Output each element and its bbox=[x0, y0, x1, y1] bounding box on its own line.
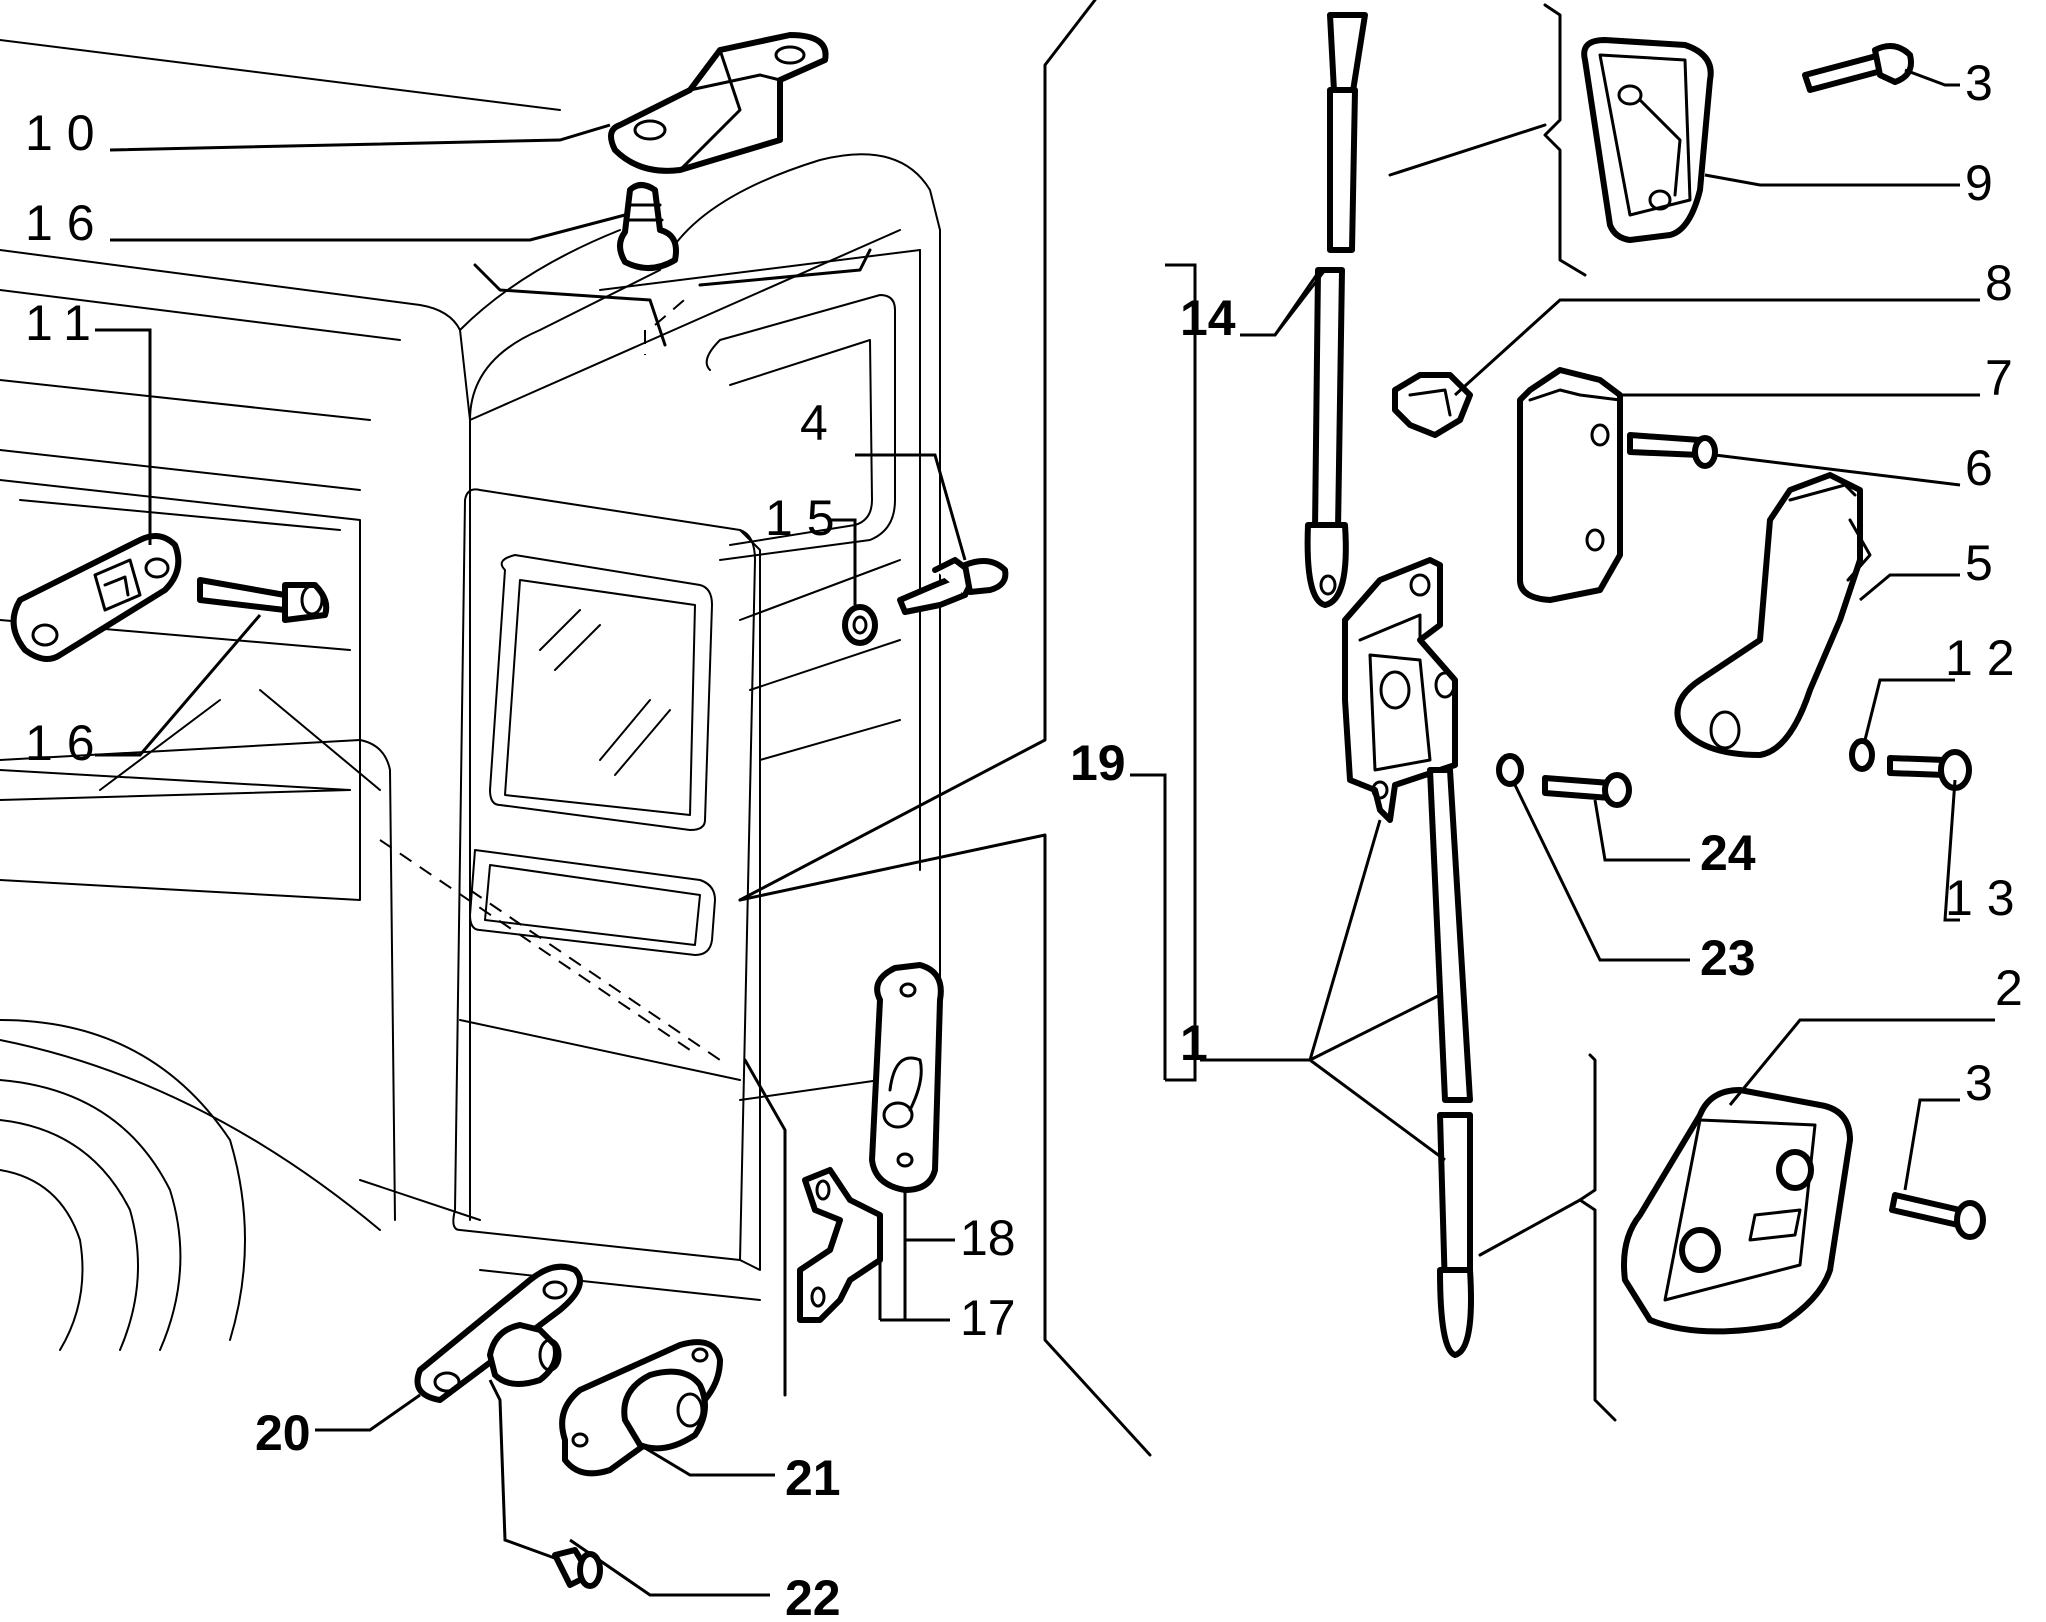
part-19-latch-mechanism bbox=[1342, 557, 1458, 823]
callout-16-left: 16 bbox=[25, 715, 109, 771]
part-16-bolt bbox=[197, 577, 330, 623]
callout-10: 10 bbox=[25, 105, 109, 161]
part-8-small-clip bbox=[1392, 372, 1473, 438]
part-22-small-screw bbox=[552, 1547, 603, 1589]
callout-1: 1 bbox=[1180, 1015, 1208, 1071]
part-9-upper-guide bbox=[1581, 37, 1714, 243]
part-7-block bbox=[1517, 367, 1623, 603]
part-24-bolt bbox=[1542, 772, 1632, 808]
part-6-screw bbox=[1627, 432, 1718, 469]
callout-20: 20 bbox=[255, 1405, 311, 1461]
callout-9: 9 bbox=[1965, 155, 1993, 211]
part-12-washer bbox=[1849, 738, 1875, 772]
part-3-screw-top bbox=[1802, 43, 1914, 93]
part-20-striker bbox=[414, 1263, 583, 1403]
part-16-buffer-top bbox=[617, 182, 679, 271]
callout-4: 4 bbox=[800, 395, 828, 451]
part-4-stop-pin bbox=[897, 557, 1009, 615]
region-separator-lines bbox=[473, 0, 1617, 1457]
callout-24: 24 bbox=[1700, 825, 1756, 881]
callout-13: 13 bbox=[1945, 870, 2029, 926]
callout-22: 22 bbox=[785, 1570, 841, 1622]
callout-11: 11 bbox=[25, 295, 105, 351]
callout-14: 14 bbox=[1180, 290, 1236, 346]
callout-12: 12 bbox=[1945, 630, 2029, 686]
callout-7: 7 bbox=[1985, 350, 2013, 406]
part-18-plate bbox=[869, 962, 944, 1193]
callout-3-bottom: 3 bbox=[1965, 1055, 1993, 1111]
callout-3-top: 3 bbox=[1965, 55, 1993, 111]
callout-19: 19 bbox=[1070, 735, 1126, 791]
callout-15: 15 bbox=[765, 490, 849, 546]
leader-lines bbox=[95, 68, 1995, 1597]
part-2-lower-guide bbox=[1621, 1087, 1853, 1335]
callout-2: 2 bbox=[1995, 960, 2023, 1016]
callout-labels: 10 16 11 16 4 15 14 19 1 20 21 22 17 18 … bbox=[25, 55, 2029, 1622]
part-5-handle bbox=[1674, 472, 1872, 758]
part-15-washer bbox=[842, 604, 878, 646]
part-3-screw-bottom bbox=[1889, 1192, 1986, 1240]
callout-23: 23 bbox=[1700, 930, 1756, 986]
part-11-hinge-plate bbox=[10, 533, 182, 662]
callout-5: 5 bbox=[1965, 535, 1993, 591]
part-14-upper-rod bbox=[1304, 12, 1368, 608]
callout-18: 18 bbox=[960, 1210, 1016, 1266]
van-body-outline bbox=[0, 39, 941, 1351]
part-23-washer bbox=[1496, 753, 1524, 787]
callout-6: 6 bbox=[1965, 440, 1993, 496]
part-17-clip-bracket bbox=[797, 1167, 883, 1323]
callout-16-top: 16 bbox=[25, 195, 109, 251]
part-10-top-bracket bbox=[608, 32, 829, 174]
part-13-bolt bbox=[1887, 749, 1972, 791]
part-21-rubber-buffer bbox=[559, 1339, 723, 1477]
callout-8: 8 bbox=[1985, 255, 2013, 311]
part-1-lower-rod bbox=[1427, 767, 1474, 1358]
callout-17: 17 bbox=[960, 1290, 1016, 1346]
callout-21: 21 bbox=[785, 1450, 841, 1506]
